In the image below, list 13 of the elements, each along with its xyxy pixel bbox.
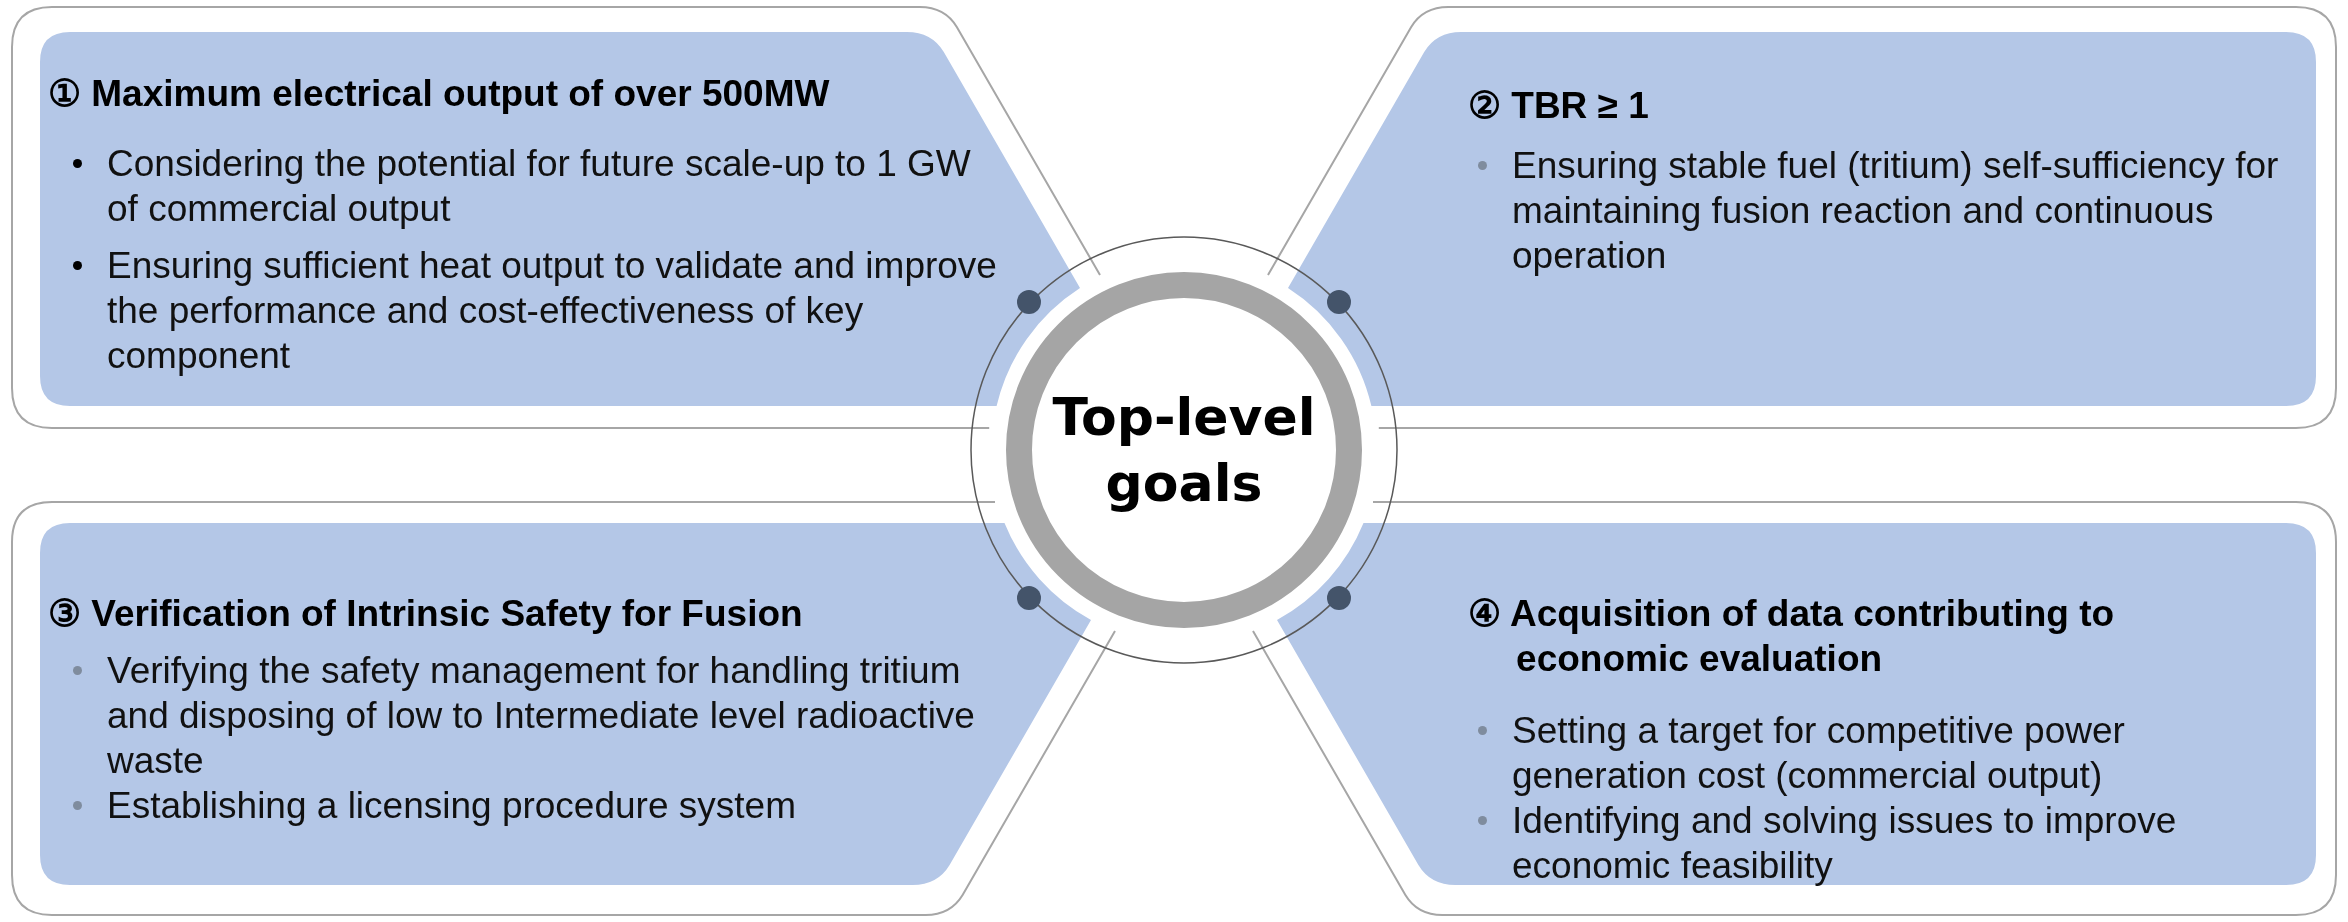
bullet-text: Identifying and solving issues to improve economic feasibility — [1512, 799, 2178, 888]
goal-heading: ② TBR ≥ 1 — [1468, 84, 1650, 128]
bullet-text: Establishing a licensing procedure system — [107, 784, 797, 828]
bullet-text: Verifying the safety management for handling tritium and disposing of low to Intermediate level radioactive waste — [107, 649, 976, 783]
bullet-text: Ensuring stable fuel (tritium) self-sufficiency for maintaining fusion reaction and continuous operation — [1512, 144, 2280, 278]
bullet-text: Setting a target for competitive power generation cost (commercial output) — [1512, 709, 2126, 798]
bullet-text: Ensuring sufficient heat output to validate and improve the performance and cost-effectiveness of key component — [107, 244, 998, 378]
goal-heading: ④ Acquisition of data contributing to economic evaluation — [1468, 592, 2116, 681]
center-circle — [1005, 271, 1363, 629]
center-title: Top-level goals — [1051, 386, 1317, 515]
goal-heading: ① Maximum electrical output of over 500MW — [48, 72, 831, 116]
goal-heading: ③ Verification of Intrinsic Safety for Fusion — [48, 592, 804, 636]
bullet-text: Considering the potential for future scale-up to 1 GW of commercial output — [107, 142, 972, 231]
